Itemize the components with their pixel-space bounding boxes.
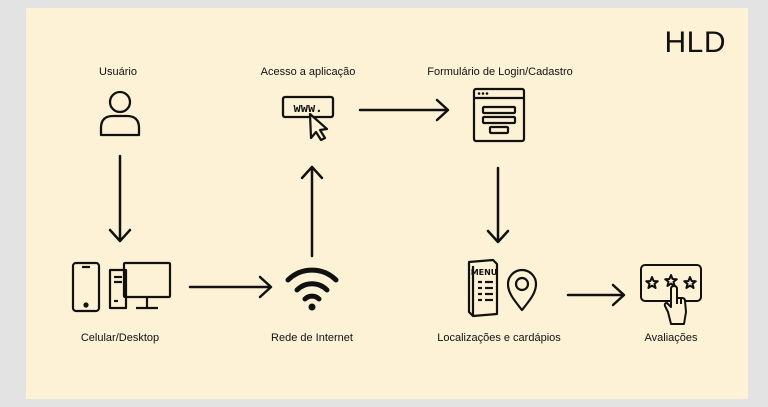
menu-location-icon: MENU (467, 258, 538, 318)
node-label-usuario: Usuário (99, 66, 137, 78)
node-label-dispositivos: Celular/Desktop (80, 332, 160, 344)
user-icon (99, 90, 141, 137)
diagram-canvas: HLD Usuário Acesso a aplicação Formulári… (26, 8, 748, 399)
edge-usuario-dispositivos (108, 154, 132, 243)
svg-text:www.: www. (294, 101, 323, 115)
node-label-formulario: Formulário de Login/Cadastro (427, 66, 573, 78)
node-label-rede: Rede de Internet (271, 332, 353, 344)
edge-dispositivos-rede (188, 275, 273, 299)
svg-text:MENU: MENU (471, 268, 498, 277)
node-label-acesso: Acesso a aplicação (260, 66, 356, 78)
edge-formulario-localizacoes (486, 166, 510, 244)
www-cursor-icon: www. (281, 95, 335, 142)
edge-rede-acesso (300, 165, 324, 258)
phone-desktop-icon (71, 261, 172, 313)
rating-stars-icon (640, 264, 702, 325)
diagram-title: HLD (664, 26, 726, 59)
edge-acesso-formulario (358, 98, 450, 122)
wifi-icon (285, 267, 339, 311)
edge-localizacoes-avaliacoes (566, 283, 626, 307)
web-form-icon (472, 87, 526, 143)
edge-arrows (108, 98, 626, 307)
node-label-avaliacoes: Avaliações (644, 332, 698, 344)
node-label-localizacoes: Localizações e cardápios (437, 332, 561, 344)
